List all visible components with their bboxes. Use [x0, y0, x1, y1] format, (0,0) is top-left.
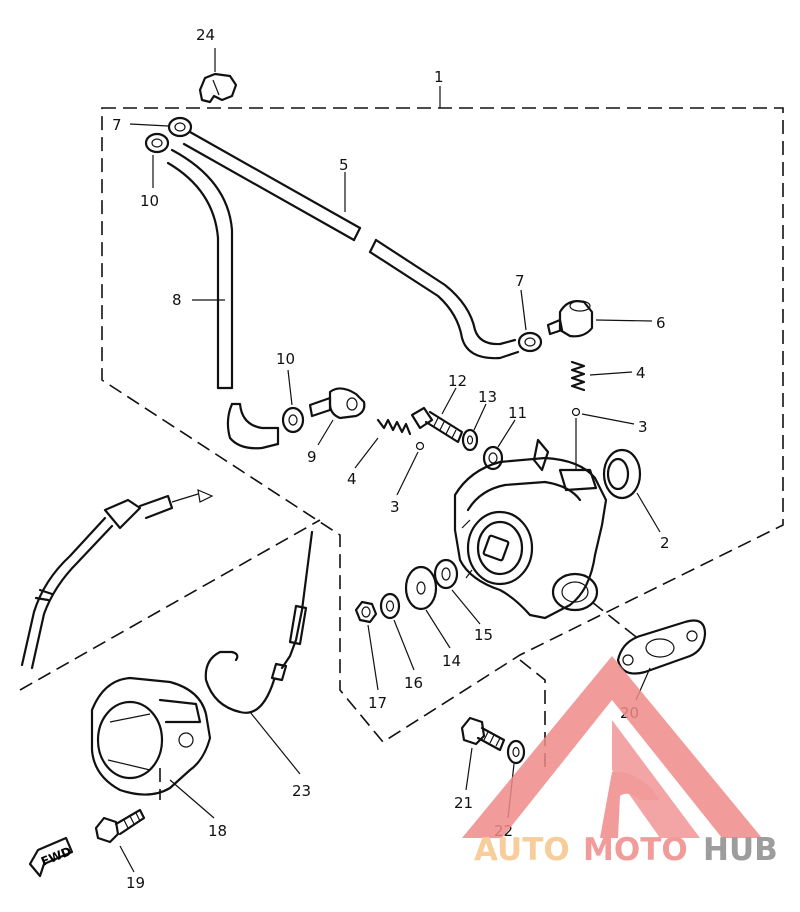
leader-6	[595, 319, 653, 322]
leader-7-right	[520, 289, 527, 331]
callout-1: 1	[434, 68, 444, 86]
callout-10: 10	[276, 350, 295, 368]
hose-clamp-10-mid[interactable]	[281, 406, 305, 434]
leader-4-right	[589, 371, 633, 376]
hose-clamp-7-right[interactable]	[517, 331, 543, 353]
plate-14[interactable]	[404, 565, 438, 611]
spring-4-left[interactable]	[376, 418, 412, 436]
callout-3: 3	[638, 418, 648, 436]
logo-text-moto: MOTO	[583, 832, 688, 868]
washer-13[interactable]	[461, 428, 479, 452]
leader-15	[451, 589, 481, 625]
callout-7: 7	[515, 272, 525, 290]
leader-11	[497, 419, 516, 448]
leader-2	[636, 492, 661, 533]
leader-13	[473, 403, 487, 431]
callout-8: 8	[172, 291, 182, 309]
logo-text-auto: AUTO	[474, 832, 570, 868]
bolt-12[interactable]	[410, 406, 464, 444]
callout-5: 5	[339, 156, 349, 174]
cable-section-divider	[19, 519, 321, 691]
screw-19[interactable]	[94, 808, 146, 844]
leader-9	[317, 419, 334, 446]
washer-15[interactable]	[433, 558, 459, 590]
callout-6: 6	[656, 314, 666, 332]
callout-4: 4	[347, 470, 357, 488]
callout-14: 14	[442, 652, 461, 670]
callout-19: 19	[126, 874, 145, 892]
callout-13: 13	[478, 388, 497, 406]
leader-18	[169, 779, 215, 819]
cable-23[interactable]	[204, 530, 314, 714]
callout-18: 18	[208, 822, 227, 840]
callout-12: 12	[448, 372, 467, 390]
callout-16: 16	[404, 674, 423, 692]
leader-23	[249, 711, 301, 775]
check-ball-3-left[interactable]	[415, 441, 425, 451]
callout-23: 23	[292, 782, 311, 800]
clip-24[interactable]	[198, 72, 238, 104]
hose-clamp-10-top[interactable]	[144, 132, 170, 154]
callout-11: 11	[508, 404, 527, 422]
callout-24: 24	[196, 26, 215, 44]
callout-2: 2	[660, 534, 670, 552]
pump-cover-18[interactable]	[90, 676, 212, 796]
gasket-20[interactable]	[616, 619, 707, 675]
leader-17	[367, 624, 379, 691]
nut-17[interactable]	[354, 600, 378, 624]
washer-16[interactable]	[379, 592, 401, 620]
pump-cable-upper[interactable]	[20, 489, 214, 670]
logo-triangle-icon	[462, 656, 762, 838]
bolt-21[interactable]	[460, 716, 506, 752]
leader-21	[465, 747, 473, 791]
fitting-6[interactable]	[546, 300, 594, 338]
leader-4-left	[354, 437, 379, 469]
washer-22[interactable]	[506, 739, 526, 765]
check-ball-3-right[interactable]	[571, 407, 581, 417]
leader-3-left	[396, 451, 419, 496]
callout-4: 4	[636, 364, 646, 382]
assembly-boundary	[101, 107, 784, 744]
oil-seal-2[interactable]	[602, 448, 642, 500]
leader-7-top	[129, 123, 169, 127]
leader-16	[393, 619, 415, 671]
automotohub-logo: AUTO MOTO HUB	[462, 656, 778, 868]
leader-14	[425, 609, 451, 649]
fitting-9[interactable]	[308, 387, 366, 420]
logo-text-hub: HUB	[703, 832, 778, 868]
leader-19	[119, 845, 135, 873]
leader-12	[441, 387, 457, 415]
hose-8[interactable]	[166, 148, 280, 450]
callout-labels: 1 2 3 3 4 4 5 6 7 7 8 9 10 10 11 12 13 1…	[112, 26, 670, 892]
leader-10-mid	[287, 369, 293, 406]
gasket-link-dashed	[591, 601, 641, 641]
fwd-arrow-icon: FWD	[28, 836, 73, 878]
leader-3-right	[581, 413, 635, 425]
hose-5[interactable]	[182, 130, 520, 360]
callout-3: 3	[390, 498, 400, 516]
callout-10: 10	[140, 192, 159, 210]
callout-7: 7	[112, 116, 122, 134]
callout-21: 21	[454, 794, 473, 812]
spring-4-right[interactable]	[570, 360, 586, 392]
washer-11[interactable]	[482, 445, 504, 471]
oil-pump-body[interactable]	[453, 438, 608, 620]
hose-clamp-7-top[interactable]	[167, 116, 193, 138]
callout-15: 15	[474, 626, 493, 644]
callout-17: 17	[368, 694, 387, 712]
callout-9: 9	[307, 448, 317, 466]
